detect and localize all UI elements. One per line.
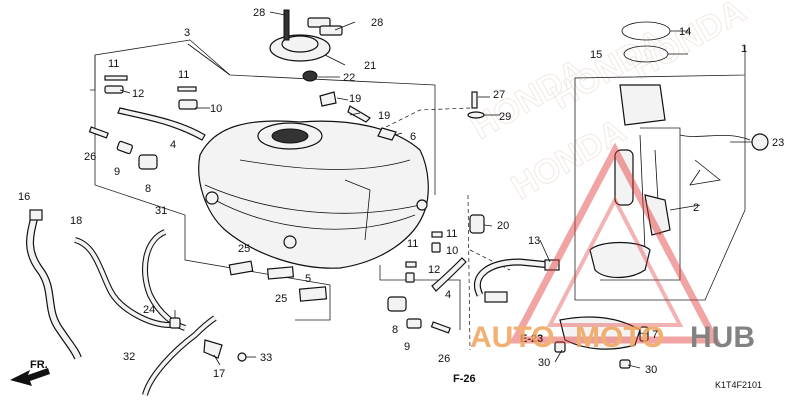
callout-32: 32	[123, 351, 135, 363]
callout-25a: 25	[238, 243, 250, 255]
callout-15: 15	[590, 49, 602, 61]
watermark-auto: AUTO	[470, 321, 554, 354]
callout-11b: 11	[178, 69, 189, 81]
callout-18: 18	[70, 215, 82, 227]
callout-numbers: 1 2 3 4 4 5 6 7 8 8 9 9 10 10 11 11 11 1…	[18, 7, 784, 380]
front-arrow-icon: FR.	[10, 359, 50, 386]
callout-31: 31	[155, 205, 167, 217]
callout-23: 23	[772, 137, 784, 149]
callout-11d: 11	[446, 228, 457, 240]
callout-24: 24	[143, 304, 155, 316]
callout-6: 6	[410, 131, 416, 143]
callout-10a: 10	[210, 103, 222, 115]
hose-13	[474, 258, 560, 303]
callout-26a: 26	[84, 151, 96, 163]
callout-10b: 10	[446, 245, 458, 257]
callout-22: 22	[343, 72, 355, 84]
callout-14: 14	[679, 26, 691, 38]
callout-4a: 4	[170, 139, 176, 151]
svg-text:HONDA: HONDA	[625, 0, 752, 87]
callout-30b: 30	[645, 364, 657, 376]
watermark-hub: HUB	[690, 321, 755, 354]
callout-9b: 9	[404, 341, 410, 353]
callout-26b: 26	[438, 353, 450, 365]
callout-9a: 9	[114, 166, 120, 178]
callout-21: 21	[364, 60, 376, 72]
callout-30a: 30	[538, 357, 550, 369]
callout-19a: 19	[349, 93, 361, 105]
callout-19b: 19	[378, 110, 390, 122]
ref-e23: E-23	[520, 333, 543, 345]
callout-8a: 8	[145, 183, 151, 195]
pump-bracket	[644, 194, 671, 236]
callout-13: 13	[528, 235, 540, 247]
fuel-cap-assembly	[269, 9, 343, 82]
callout-1: 1	[741, 43, 747, 55]
callout-33: 33	[260, 352, 272, 364]
callout-20: 20	[497, 220, 509, 232]
fuel-tank	[198, 120, 429, 269]
callout-29: 29	[499, 111, 511, 123]
callout-3: 3	[184, 27, 190, 39]
small-parts	[88, 75, 649, 369]
callout-12a: 12	[132, 88, 144, 100]
callout-7: 7	[652, 329, 658, 341]
front-label: FR.	[30, 359, 48, 371]
callout-25b: 25	[275, 293, 287, 305]
callout-28b: 28	[371, 17, 383, 29]
callout-12b: 12	[428, 264, 440, 276]
diagram-code: K1T4F2101	[715, 380, 762, 390]
callout-4b: 4	[445, 289, 451, 301]
callout-27: 27	[493, 89, 505, 101]
callout-28a: 28	[253, 7, 265, 19]
ref-f26: F-26	[453, 373, 476, 385]
watermark: AUTO MOTO HUB	[470, 142, 755, 354]
fuel-pump-assembly	[589, 21, 769, 279]
callout-5: 5	[305, 273, 311, 285]
honda-pattern: HONDA HONDA HONDA HONDA	[465, 0, 753, 207]
callout-11a: 11	[108, 58, 119, 70]
leader-lines	[119, 11, 752, 369]
callout-16: 16	[18, 191, 30, 203]
callout-2: 2	[693, 202, 699, 214]
callout-17: 17	[213, 368, 225, 380]
callout-8b: 8	[392, 324, 398, 336]
watermark-moto: MOTO	[575, 321, 664, 354]
callout-11c: 11	[407, 238, 418, 250]
